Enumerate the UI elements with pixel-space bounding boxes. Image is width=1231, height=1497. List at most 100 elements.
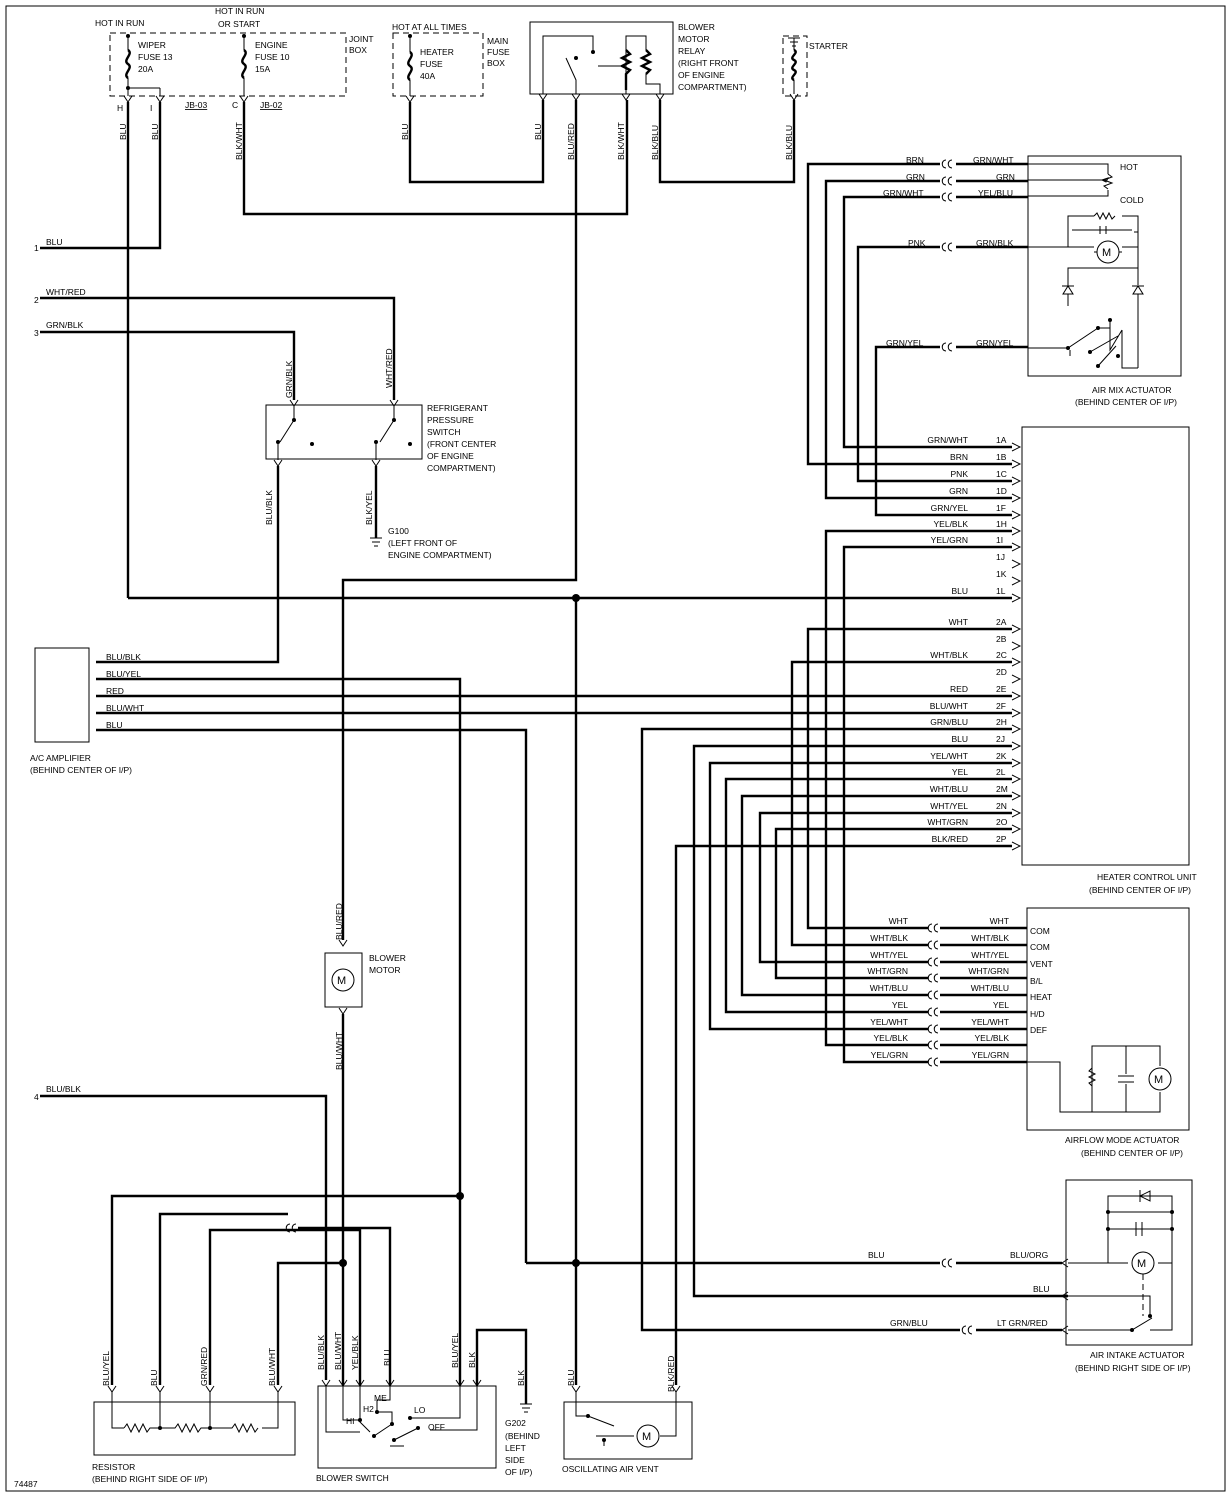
hcu-terminal-2b: [1011, 641, 1022, 651]
airflow-label-2: (BEHIND CENTER OF I/P): [1081, 1148, 1183, 1158]
wire-blk-blu: [658, 100, 796, 184]
airflow-mode-actuator: AIRFLOW MODE ACTUATOR (BEHIND CENTER OF …: [867, 907, 1190, 1158]
ac-amplifier: A/C AMPLIFIER (BEHIND CENTER OF I/P) BLU…: [30, 647, 144, 775]
joint-box-label-1: JOINT: [349, 34, 374, 44]
air-mix-actuator: HOT COLD AIR MIX ACTUATOR (BEHIND CENTER…: [1027, 155, 1182, 407]
osc-vent-motor-label: M: [642, 1431, 651, 1443]
hcu-label-2: (BEHIND CENTER OF I/P): [1089, 885, 1191, 895]
hcu-terminal-1l: [1011, 593, 1022, 603]
air-intake-right-wire-3: LT GRN/RED: [997, 1318, 1048, 1328]
ac-amp-wire-1: BLU/BLK: [106, 652, 141, 662]
switch-wire-4: BLU: [382, 1349, 392, 1366]
g202-ground: BLK G202 (BEHIND LEFT SIDE OF I/P): [505, 1370, 540, 1477]
airflow-connector-7: [927, 1024, 939, 1034]
osc-vent-label: OSCILLATING AIR VENT: [562, 1464, 659, 1474]
wire-wht-grn: [774, 827, 1012, 980]
air-intake-actuator: AIR INTAKE ACTUATOR (BEHIND RIGHT SIDE O…: [868, 1179, 1193, 1373]
wire-yel: [724, 777, 1012, 1014]
hot-at-all-times-label: HOT AT ALL TIMES: [392, 22, 467, 32]
refrig-label-2: PRESSURE: [427, 415, 474, 425]
switch-wire-5: BLU/YEL: [450, 1333, 460, 1368]
hcu-terminal-1c: [1011, 476, 1022, 486]
hcu-wire-1i: YEL/GRN: [931, 535, 968, 545]
relay-label-1: BLOWER: [678, 22, 715, 32]
hcu-pin-2n: 2N: [996, 801, 1007, 811]
ref-wire-1: BLU: [46, 237, 63, 247]
hcu-pin-1b: 1B: [996, 452, 1007, 462]
airflow-right-wire-2: WHT/BLK: [971, 933, 1009, 943]
airflow-connector-5: [927, 990, 939, 1000]
airflow-connector-1: [927, 923, 939, 933]
hot-in-run-or-start-line2: OR START: [218, 19, 260, 29]
starter-label: STARTER: [809, 41, 848, 51]
hcu-pin-1f: 1F: [996, 503, 1006, 513]
hcu-terminal-2c: [1011, 657, 1022, 667]
wire-blu-red: [341, 100, 578, 940]
airflow-mode-1: COM: [1030, 926, 1050, 936]
wire-blu-amp: [96, 728, 528, 1263]
ref-wire-3: GRN/BLK: [46, 320, 84, 330]
osc-vent-wire-2: BLK/RED: [666, 1356, 676, 1392]
wire-blu-yel-resistor: [110, 1194, 460, 1385]
wire-blu-i: [40, 102, 162, 250]
refrig-label-3: SWITCH: [427, 427, 461, 437]
wire-blk-wht-c: [242, 100, 629, 216]
hcu-pin-2k: 2K: [996, 751, 1007, 761]
relay-label-2: MOTOR: [678, 34, 709, 44]
hcu-terminal-1d: [1011, 493, 1022, 503]
jb03-label: JB-03: [185, 100, 207, 110]
ac-amp-wire-4: BLU/WHT: [106, 703, 144, 713]
hcu-terminal-1j: [1011, 559, 1022, 569]
wiper-fuse-line1: WIPER: [138, 40, 166, 50]
airflow-right-wire-8: YEL/BLK: [975, 1033, 1010, 1043]
wiper-fuse-line3: 20A: [138, 64, 153, 74]
g100-line3: ENGINE COMPARTMENT): [388, 550, 492, 560]
left-references: 1 BLU 2 WHT/RED 3 GRN/BLK 4 BLU/BLK: [34, 237, 86, 1102]
hcu-pins: 1AGRN/WHT1BBRN1CPNK1DGRN1FGRN/YEL1HYEL/B…: [927, 435, 1022, 851]
airflow-left-wire-6: YEL: [892, 1000, 908, 1010]
hcu-terminal-2f: [1011, 708, 1022, 718]
resistor-coils-icon: [123, 1422, 259, 1434]
wire-blu-yel-amp: [96, 677, 462, 1385]
hcu-terminal-2l: [1011, 774, 1022, 784]
ref-num-4: 4: [34, 1092, 39, 1102]
wire-grn-yel: [874, 345, 1012, 517]
blower-motor-relay: BLOWER MOTOR RELAY (RIGHT FRONT OF ENGIN…: [529, 21, 747, 101]
wire-label-wht-red-switch: WHT/RED: [384, 348, 394, 388]
ref-wire-4: BLU/BLK: [46, 1084, 81, 1094]
ac-amp-wire-3: RED: [106, 686, 124, 696]
blower-motor: M BLOWER MOTOR BLU/RED BLU/WHT: [324, 903, 406, 1070]
switch-wire-6: BLK: [467, 1352, 477, 1368]
wire-blk-ground: [475, 1328, 528, 1404]
wire-grn-blu: [640, 727, 1012, 1332]
wire-label-blu-red-motor: BLU/RED: [334, 903, 344, 940]
wire-pnk: [856, 245, 1012, 483]
resistor: RESISTOR (BEHIND RIGHT SIDE OF I/P) BLU/…: [92, 1347, 296, 1484]
hcu-pin-1j: 1J: [996, 552, 1005, 562]
hcu-pin-2h: 2H: [996, 717, 1007, 727]
pin-h-label: H: [117, 103, 123, 113]
wire-yel-wht: [708, 761, 1012, 1031]
resistor-wire-1: BLU/YEL: [101, 1351, 111, 1386]
ref-num-3: 3: [34, 328, 39, 338]
hcu-wire-2c: WHT/BLK: [930, 650, 968, 660]
heater-control-unit: HEATER CONTROL UNIT (BEHIND CENTER OF I/…: [927, 426, 1197, 895]
wire-grn-blk: [40, 330, 296, 400]
airflow-motor-icon: [1148, 1067, 1172, 1091]
hcu-terminal-2p: [1011, 841, 1022, 851]
g202-line3: LEFT: [505, 1443, 526, 1453]
hcu-pin-2d: 2D: [996, 667, 1007, 677]
airflow-mode-4: B/L: [1030, 976, 1043, 986]
air-mix-right-wire-4: GRN/BLK: [976, 238, 1014, 248]
airflow-mode-5: HEAT: [1030, 992, 1052, 1002]
air-intake-left-wire-2: GRN/BLU: [890, 1318, 928, 1328]
air-mix-resistor-icon: [1093, 211, 1116, 221]
wire-label-blk-wht-relay: BLK/WHT: [616, 122, 626, 160]
heater-fuse-line3: 40A: [420, 71, 435, 81]
hcu-wire-1h: YEL/BLK: [934, 519, 969, 529]
hcu-terminal-1h: [1011, 526, 1022, 536]
hcu-terminal-2j: [1011, 741, 1022, 751]
air-mix-left-wire-3: GRN/WHT: [883, 188, 924, 198]
air-mix-right-wire-2: GRN: [996, 172, 1015, 182]
